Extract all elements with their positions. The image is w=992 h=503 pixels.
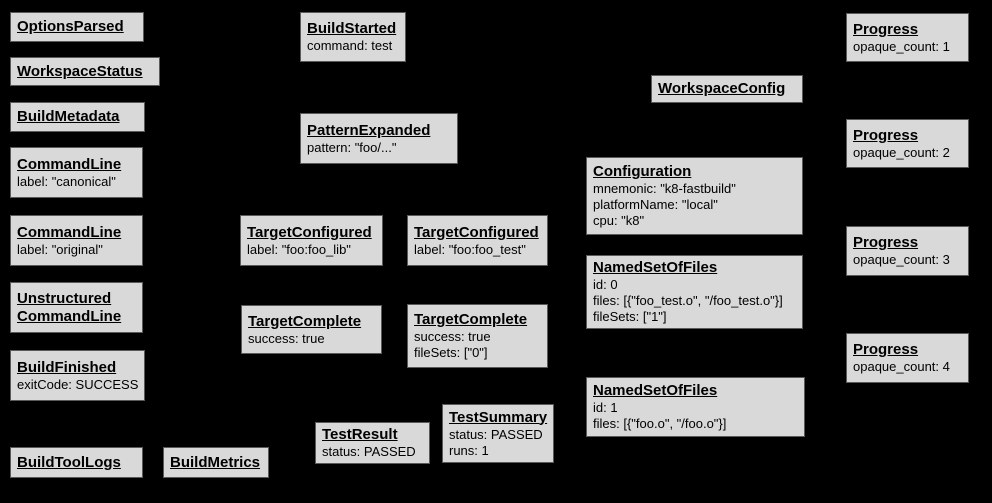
node-field: fileSets: ["0"] [414, 345, 488, 360]
node-field: label: "original" [17, 241, 103, 257]
node-command-line-original: CommandLine label: "original" [10, 215, 143, 266]
node-options-parsed: OptionsParsed [10, 12, 144, 42]
node-test-result: TestResult status: PASSED [315, 422, 430, 464]
node-build-metadata: BuildMetadata [10, 102, 145, 132]
node-field: command: test [307, 38, 393, 53]
node-field: files: [{"foo.o", "/foo.o"}] [593, 416, 727, 431]
node-field: opaque_count: 3 [853, 252, 950, 267]
node-title: NamedSetOfFiles [593, 259, 718, 276]
node-pattern-expanded: PatternExpanded pattern: "foo/..." [300, 113, 458, 164]
node-field: exitCode: SUCCESS [17, 376, 139, 392]
node-field: runs: 1 [449, 442, 489, 458]
node-field: success: true [248, 330, 325, 346]
node-title: TestResult [322, 426, 398, 443]
node-build-tool-logs: BuildToolLogs [10, 447, 143, 478]
node-field: success: true [414, 329, 491, 344]
node-build-metrics: BuildMetrics [163, 447, 269, 478]
node-field: opaque_count: 4 [853, 359, 950, 374]
node-title: CommandLine [17, 307, 122, 325]
node-field: label: "canonical" [17, 173, 116, 189]
node-title: BuildToolLogs [17, 453, 121, 471]
node-field: mnemonic: "k8-fastbuild" [593, 181, 736, 196]
node-named-set-of-files-0: NamedSetOfFiles id: 0 files: [{"foo_test… [586, 255, 803, 329]
node-title: TargetConfigured [247, 223, 372, 241]
node-workspace-config: WorkspaceConfig [651, 75, 803, 103]
node-progress-2: Progress opaque_count: 2 [846, 119, 969, 168]
node-field: cpu: "k8" [593, 213, 645, 228]
node-target-complete-foo-lib: TargetComplete success: true [241, 305, 382, 354]
node-unstructured-command-line: Unstructured CommandLine [10, 282, 143, 333]
node-configuration: Configuration mnemonic: "k8-fastbuild" p… [586, 157, 803, 235]
node-title: Configuration [593, 163, 692, 180]
node-command-line-canonical: CommandLine label: "canonical" [10, 147, 143, 198]
node-title: BuildStarted [307, 20, 397, 37]
node-target-configured-foo-lib: TargetConfigured label: "foo:foo_lib" [240, 215, 383, 266]
node-title: CommandLine [17, 155, 122, 173]
node-field: id: 0 [593, 277, 618, 292]
node-field: files: [{"foo_test.o", "/foo_test.o"}] [593, 293, 783, 308]
node-field: fileSets: ["1"] [593, 309, 667, 324]
node-title: Unstructured [17, 289, 112, 307]
node-target-configured-foo-test: TargetConfigured label: "foo:foo_test" [407, 215, 548, 266]
node-field: opaque_count: 2 [853, 144, 950, 160]
node-field: label: "foo:foo_lib" [247, 241, 351, 257]
node-title: WorkspaceConfig [658, 80, 786, 97]
node-field: pattern: "foo/..." [307, 139, 397, 155]
node-title: BuildFinished [17, 358, 117, 376]
node-test-summary: TestSummary status: PASSED runs: 1 [442, 404, 554, 463]
node-title: TargetComplete [248, 312, 362, 330]
node-title: TargetComplete [414, 311, 528, 328]
node-field: status: PASSED [322, 444, 416, 459]
node-progress-4: Progress opaque_count: 4 [846, 333, 969, 383]
node-title: Progress [853, 126, 919, 144]
node-field: id: 1 [593, 400, 618, 415]
node-title: Progress [853, 20, 919, 38]
node-title: Progress [853, 234, 919, 251]
node-workspace-status: WorkspaceStatus [10, 57, 160, 86]
node-title: TargetConfigured [414, 223, 539, 241]
node-progress-3: Progress opaque_count: 3 [846, 226, 969, 276]
node-field: label: "foo:foo_test" [414, 241, 526, 257]
node-title: BuildMetrics [170, 453, 261, 471]
node-title: Progress [853, 341, 919, 358]
node-title: NamedSetOfFiles [593, 382, 718, 399]
node-field: status: PASSED [449, 426, 543, 442]
node-title: OptionsParsed [17, 18, 124, 35]
node-progress-1: Progress opaque_count: 1 [846, 13, 969, 62]
node-title: WorkspaceStatus [17, 62, 143, 80]
node-named-set-of-files-1: NamedSetOfFiles id: 1 files: [{"foo.o", … [586, 377, 805, 437]
node-title: CommandLine [17, 223, 122, 241]
node-target-complete-foo-test: TargetComplete success: true fileSets: [… [407, 304, 548, 368]
node-field: opaque_count: 1 [853, 38, 950, 54]
node-build-finished: BuildFinished exitCode: SUCCESS [10, 350, 145, 401]
node-title: BuildMetadata [17, 108, 120, 125]
node-field: platformName: "local" [593, 197, 718, 212]
node-title: TestSummary [449, 408, 548, 426]
node-build-started: BuildStarted command: test [300, 12, 406, 62]
node-title: PatternExpanded [307, 121, 431, 139]
